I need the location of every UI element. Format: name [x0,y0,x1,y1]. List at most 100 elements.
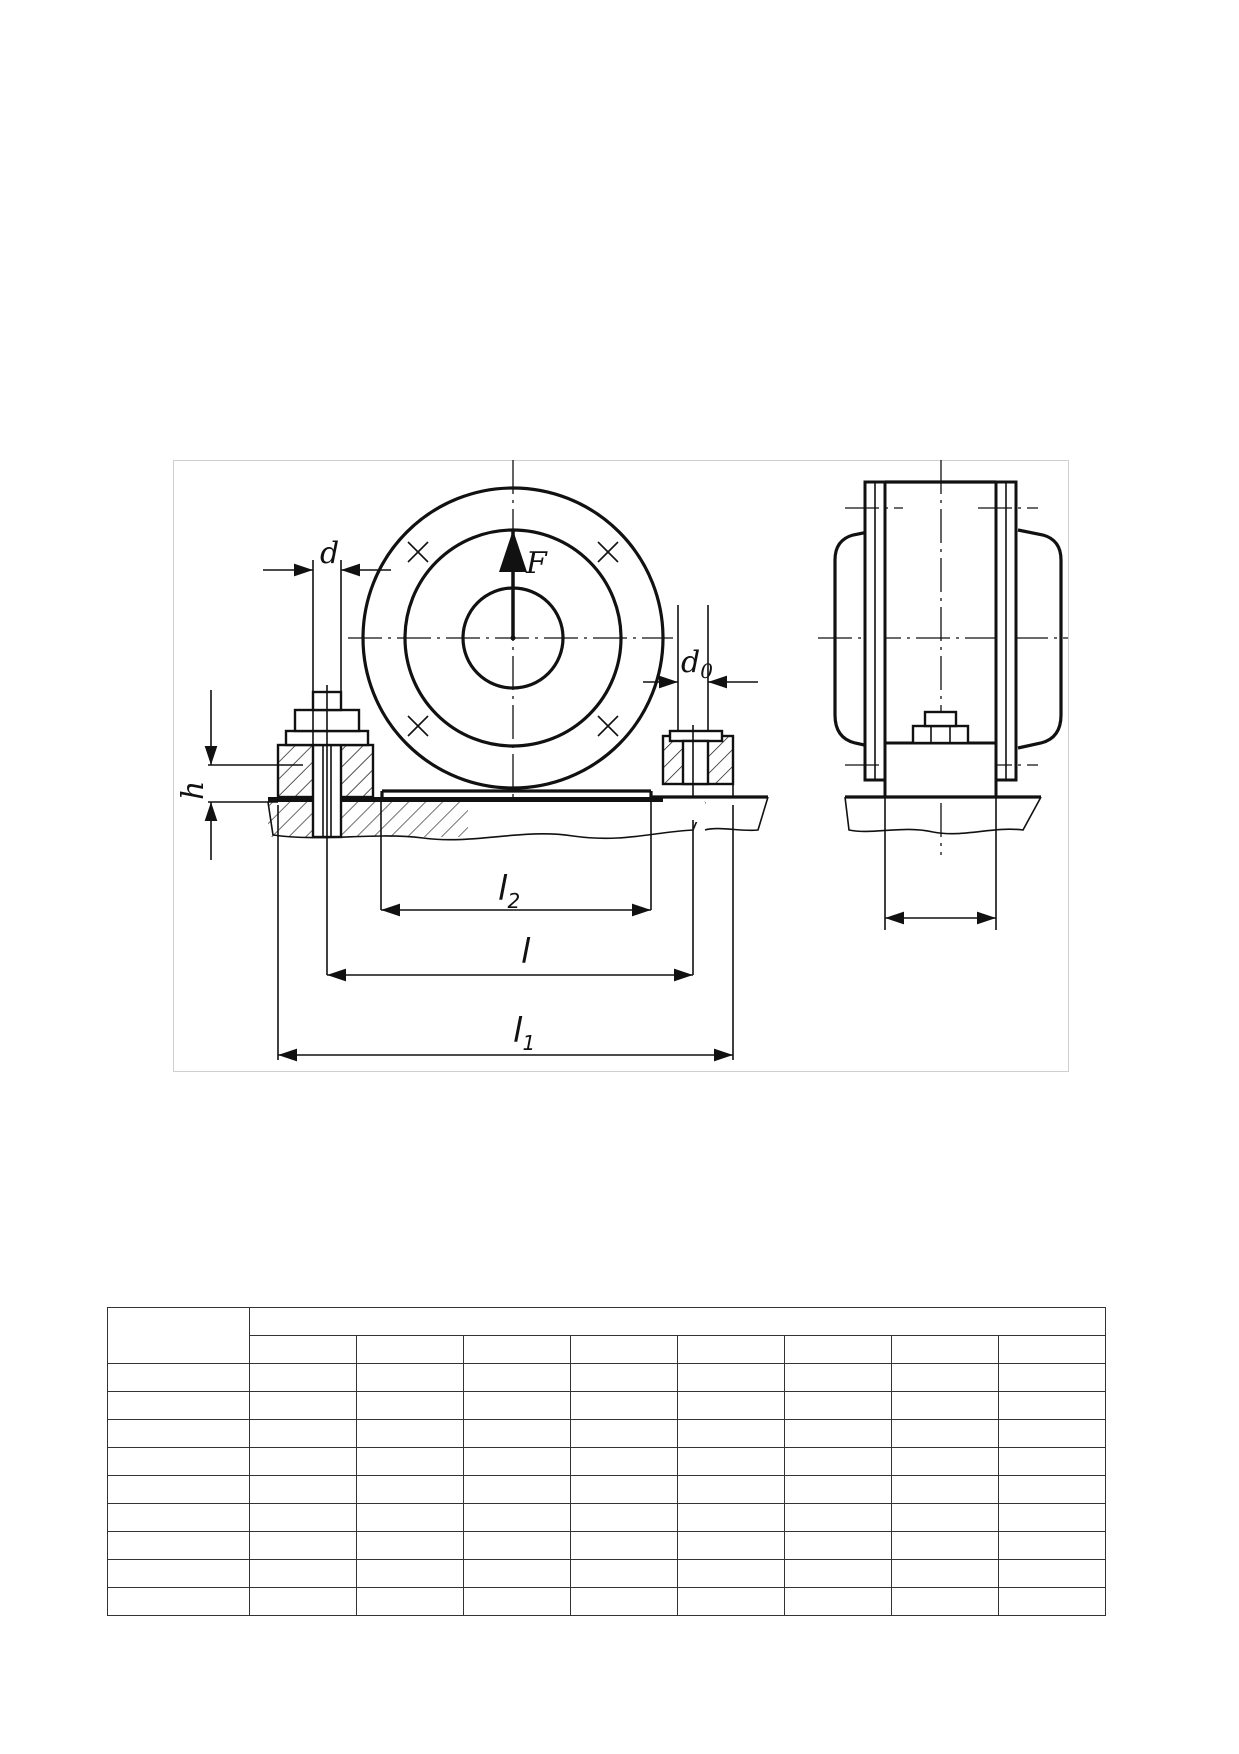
table-cell [356,1531,464,1560]
bolt-spacing-label: l [521,932,531,972]
table-cell [677,1419,785,1448]
table-cell [356,1391,464,1420]
table-cell [249,1531,357,1560]
table-cell [998,1447,1106,1476]
table-cell [784,1419,892,1448]
table-row-header-cell [107,1419,250,1448]
table-row [107,1531,1106,1560]
table-cell [784,1503,892,1532]
table-cell [891,1447,999,1476]
bearing-housing-drawing: F [173,460,1069,1072]
table-cell [570,1559,678,1588]
table-row-header-cell [107,1475,250,1504]
table-row-header-cell [107,1363,250,1392]
table-cell [677,1363,785,1392]
table-cell [998,1363,1106,1392]
table-cell [356,1335,464,1364]
table-cell [463,1391,571,1420]
table-cell [891,1335,999,1364]
table-cell [998,1559,1106,1588]
table-cell [249,1503,357,1532]
table-cell [570,1363,678,1392]
table-cell [784,1531,892,1560]
table-row [107,1475,1106,1504]
table-cell [891,1391,999,1420]
table-cell [677,1475,785,1504]
side-foot [883,741,998,799]
bolt-diameter-label: d [320,536,339,571]
table-cell [463,1587,571,1616]
table-header-row [107,1307,1106,1364]
table-cell [249,1559,357,1588]
table-row [107,1419,1106,1448]
table-cell [463,1363,571,1392]
table-cell [463,1335,571,1364]
table-corner-cell [107,1307,250,1364]
table-cell [249,1363,357,1392]
table-cell [891,1475,999,1504]
table-cell [891,1587,999,1616]
table-cell [249,1447,357,1476]
table-cell [784,1335,892,1364]
table-cell [356,1419,464,1448]
table-row-header-cell [107,1447,250,1476]
hole-diameter-label: d0 [681,645,713,683]
table-row [107,1559,1106,1588]
table-cell [891,1363,999,1392]
base-length-2-label: l2 [498,869,520,913]
table-cell [463,1503,571,1532]
table-cell [891,1559,999,1588]
overall-length-label: l1 [513,1011,535,1055]
table-cell [891,1531,999,1560]
table-cell [249,1335,357,1364]
table-cell [998,1391,1106,1420]
table-row [107,1587,1106,1616]
table-cell [463,1531,571,1560]
table-cell [463,1419,571,1448]
side-view [818,460,1068,930]
table-cell [249,1475,357,1504]
table-cell [463,1475,571,1504]
table-cell [570,1531,678,1560]
table-cell [998,1475,1106,1504]
table-row-header-cell [107,1531,250,1560]
table-row-header-cell [107,1587,250,1616]
table-row-header-cell [107,1391,250,1420]
table-cell [677,1503,785,1532]
table-cell [784,1363,892,1392]
table-cell [570,1587,678,1616]
table-cell [570,1335,678,1364]
table-cell [998,1335,1106,1364]
table-cell [998,1531,1106,1560]
table-row-header-cell [107,1503,250,1532]
table-row [107,1363,1106,1392]
table-cell [570,1503,678,1532]
table-cell [998,1587,1106,1616]
table-cell [463,1447,571,1476]
side-right-cap [1017,528,1063,750]
table-group-header [249,1307,1106,1336]
table-cell [463,1559,571,1588]
table-cell [356,1363,464,1392]
front-view: F [176,460,769,1062]
force-label: F [525,546,548,581]
table-cell [356,1447,464,1476]
table-cell [677,1587,785,1616]
table-cell [784,1447,892,1476]
table-cell [249,1419,357,1448]
table-row [107,1503,1106,1532]
table-cell [249,1587,357,1616]
table-cell [570,1475,678,1504]
table-row-header-cell [107,1559,250,1588]
bolt-hole-marks [407,541,619,737]
left-foot-bolt [276,685,375,845]
table-cell [356,1559,464,1588]
height-label: h [176,781,211,800]
extension-lines [208,560,734,1060]
table-cell [356,1587,464,1616]
table-cell [356,1475,464,1504]
table-cell [784,1475,892,1504]
table-subheader-row [108,1335,1106,1364]
table-cell [356,1503,464,1532]
table-cell [891,1503,999,1532]
